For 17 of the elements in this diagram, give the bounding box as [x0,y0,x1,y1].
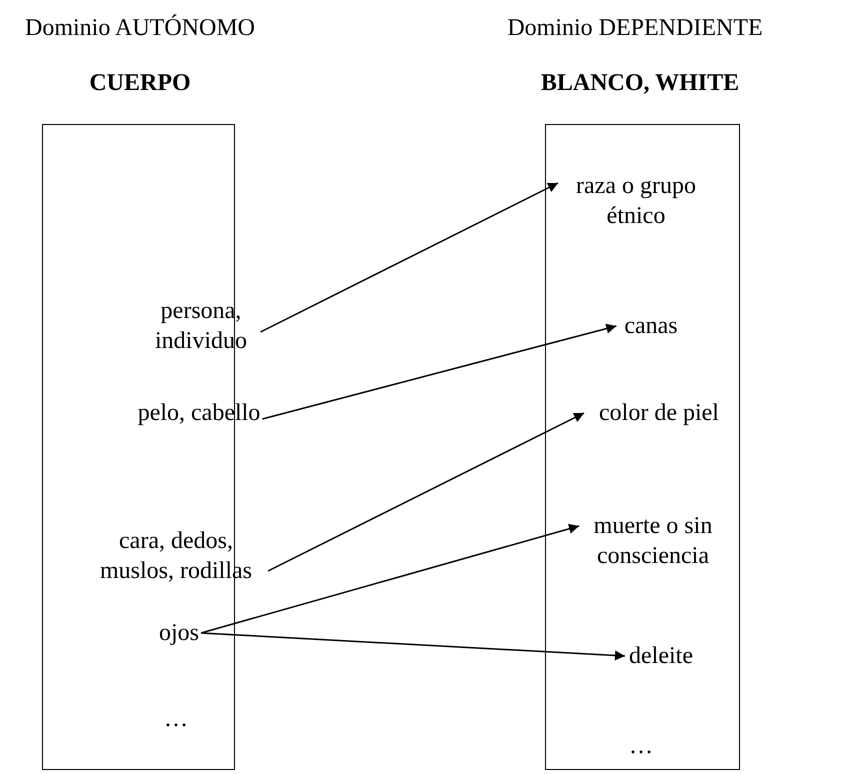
ellipsis-text: … [164,705,188,734]
arrow [200,524,580,634]
term-text: muerte o sin consciencia [583,511,723,571]
arrow [260,182,558,333]
panel-heading: CUERPO [89,69,191,98]
ellipsis-text: … [629,732,653,761]
term-text: color de piel [599,398,719,428]
panel-heading: Dominio DEPENDIENTE [507,14,763,43]
term-text: raza o grupo étnico [566,171,706,231]
arrow [268,412,584,572]
term-text: canas [624,311,678,341]
term-text: ojos [159,618,199,648]
arrow [262,324,617,420]
panel-heading: Dominio AUTÓNOMO [25,13,255,43]
panel-heading: BLANCO, WHITE [540,69,740,98]
term-text: deleite [629,641,693,671]
arrow [200,632,626,660]
